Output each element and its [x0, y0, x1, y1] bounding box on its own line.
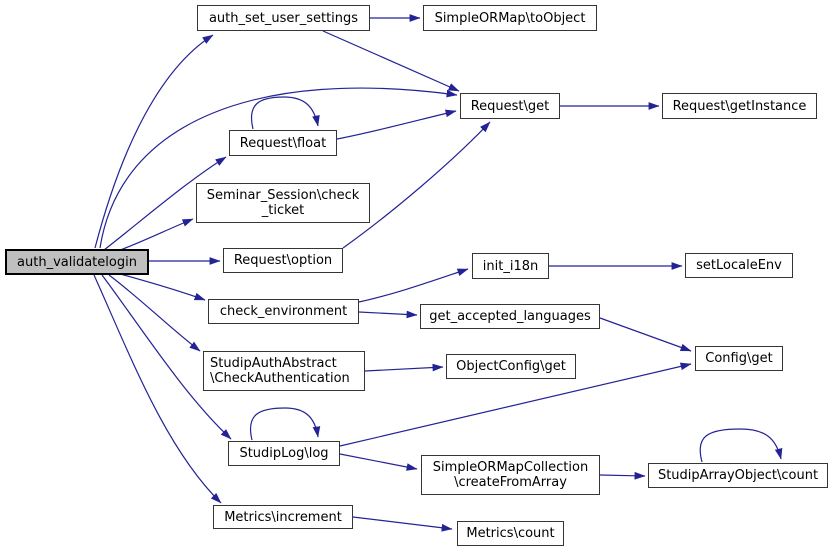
node-studiparrayobject-count[interactable]: StudipArrayObject\count — [648, 463, 828, 488]
node-label: auth_validatelogin — [17, 254, 137, 270]
edge-get-accepted-languages-to-config-get — [599, 317, 692, 352]
edge-auth-validatelogin-to-request-float — [103, 156, 227, 251]
node-config-get[interactable]: Config\get — [695, 346, 783, 371]
node-studiplog-log[interactable]: StudipLog\log — [228, 441, 340, 466]
edge-auth-validatelogin-to-request-get — [99, 87, 458, 249]
node-label: Request\get — [470, 98, 550, 114]
node-auth-validatelogin: auth_validatelogin — [5, 249, 149, 275]
edge-request-float-to-request-float-selfloop — [251, 96, 320, 130]
edge-request-option-to-request-get — [342, 121, 491, 249]
edge-studiplog-log-to-studiplog-log-selfloop — [250, 407, 321, 441]
edge-simpleormapcollection-createfromarray-to-studiparrayobject-count — [599, 471, 646, 480]
node-label: init_i18n — [482, 258, 539, 274]
node-objectconfig-get[interactable]: ObjectConfig\get — [446, 354, 576, 379]
node-label: ObjectConfig\get — [456, 359, 566, 374]
node-label: Request\float — [239, 135, 327, 151]
node-label: StudipAuthAbstract — [210, 356, 337, 371]
edge-studipauthabstract-checkauthentication-to-objectconfig-get — [364, 363, 444, 372]
node-label: Request\option — [233, 253, 333, 268]
node-label: SimpleORMap\toObject — [434, 10, 586, 26]
node-label: SimpleORMapCollection — [432, 460, 589, 475]
edge-auth-validatelogin-to-studiplog-log — [101, 274, 232, 440]
node-setlocaleenv[interactable]: setLocaleEnv — [685, 253, 793, 278]
node-label: Metrics\count — [466, 526, 555, 541]
node-get-accepted-languages[interactable]: get_accepted_languages — [420, 304, 600, 329]
node-label: Seminar_Session\check — [206, 188, 360, 203]
node-label: Request\getInstance — [672, 98, 807, 114]
node-label: Config\get — [705, 351, 773, 366]
node-request-option[interactable]: Request\option — [223, 248, 343, 273]
node-label: StudipLog\log — [239, 446, 329, 461]
node-label: \createFromArray — [454, 475, 567, 490]
node-studipauthabstract-checkauthentication[interactable]: StudipAuthAbstract\CheckAuthentication — [203, 351, 365, 391]
edge-auth-validatelogin-to-studipauthabstract-checkauthentication — [108, 274, 201, 352]
node-simpleormapcollection-createfromarray[interactable]: SimpleORMapCollection\createFromArray — [421, 455, 600, 495]
node-label: check_environment — [219, 304, 348, 319]
node-request-get[interactable]: Request\get — [460, 93, 560, 119]
node-label: get_accepted_languages — [429, 309, 591, 324]
edge-auth-validatelogin-to-auth-set-user-settings — [94, 34, 214, 249]
node-label: auth_set_user_settings — [208, 10, 359, 26]
node-label: \CheckAuthentication — [210, 371, 350, 386]
node-auth-set-user-settings[interactable]: auth_set_user_settings — [197, 5, 370, 31]
edge-studiplog-log-to-simpleormapcollection-createfromarray — [339, 453, 418, 471]
node-init-i18n[interactable]: init_i18n — [472, 253, 549, 279]
node-label: StudipArrayObject\count — [657, 468, 819, 483]
edge-metrics-increment-to-metrics-count — [352, 516, 453, 532]
edge-request-float-to-request-get — [336, 109, 457, 140]
node-simpleormap-toobject[interactable]: SimpleORMap\toObject — [423, 5, 597, 31]
edge-auth-validatelogin-to-metrics-increment — [93, 274, 222, 504]
node-label: Metrics\increment — [224, 509, 342, 525]
node-seminar-session-check-ticket[interactable]: Seminar_Session\check_ticket — [196, 183, 370, 223]
node-metrics-increment[interactable]: Metrics\increment — [213, 505, 353, 529]
node-request-float[interactable]: Request\float — [229, 130, 337, 156]
node-label: _ticket — [261, 203, 305, 218]
edge-studiplog-log-to-config-get — [339, 362, 692, 447]
edge-auth-set-user-settings-to-request-get — [322, 30, 460, 92]
edge-check-environment-to-get-accepted-languages — [358, 310, 418, 319]
edge-studiparrayobject-count-to-studiparrayobject-count-selfloop — [699, 428, 783, 463]
node-check-environment[interactable]: check_environment — [208, 299, 359, 324]
edge-auth-validatelogin-to-check-environment — [112, 271, 206, 301]
node-request-getinstance[interactable]: Request\getInstance — [662, 93, 817, 119]
edge-check-environment-to-init-i18n — [358, 268, 469, 303]
node-metrics-count[interactable]: Metrics\count — [457, 521, 564, 546]
node-label: setLocaleEnv — [696, 258, 782, 273]
